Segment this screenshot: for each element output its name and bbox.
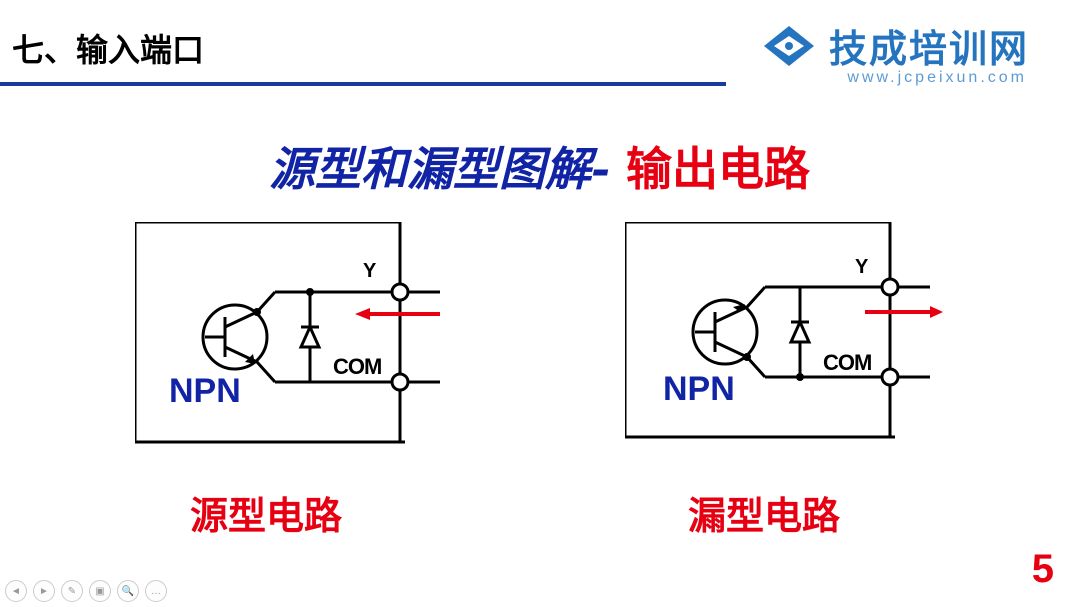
next-slide-icon[interactable]: ►: [33, 580, 55, 602]
title-part-1: 源型和漏型图解-: [268, 142, 611, 196]
logo-url: www.jcpeixun.com: [847, 69, 1027, 86]
pen-tool-icon[interactable]: ✎: [61, 580, 83, 602]
zoom-icon[interactable]: 🔍: [117, 580, 139, 602]
circuit-diagram-source: Y COM NPN: [135, 222, 455, 452]
terminal-label-y: Y: [363, 260, 377, 282]
slides-view-icon[interactable]: ▣: [89, 580, 111, 602]
terminal-label-y: Y: [855, 256, 869, 278]
transistor-type: NPN: [169, 372, 241, 410]
more-options-icon[interactable]: …: [145, 580, 167, 602]
label-sink-circuit: 漏型电路: [688, 494, 841, 538]
logo-text: 技成培训网: [828, 29, 1029, 71]
circuit-diagram-sink: Y COM NPN: [625, 222, 945, 452]
presentation-toolbar: ◄ ► ✎ ▣ 🔍 …: [5, 580, 167, 602]
terminal-label-com: COM: [823, 350, 872, 375]
page-number: 5: [1031, 547, 1054, 591]
logo-container: 技成培训网 www.jcpeixun.com: [759, 18, 1029, 87]
header-container: 七、输入端口 技成培训网 www.jcpeixun.com: [0, 0, 1079, 87]
terminal-label-com: COM: [333, 354, 382, 379]
prev-slide-icon[interactable]: ◄: [5, 580, 27, 602]
header-divider: [0, 82, 726, 86]
logo-icon: [763, 25, 814, 66]
section-title: 七、输入端口: [12, 31, 205, 69]
transistor-type: NPN: [663, 370, 735, 408]
main-title-container: 源型和漏型图解- 输出电路: [0, 133, 1079, 199]
title-part-2: 输出电路: [626, 142, 811, 196]
label-source-circuit: 源型电路: [190, 494, 343, 538]
